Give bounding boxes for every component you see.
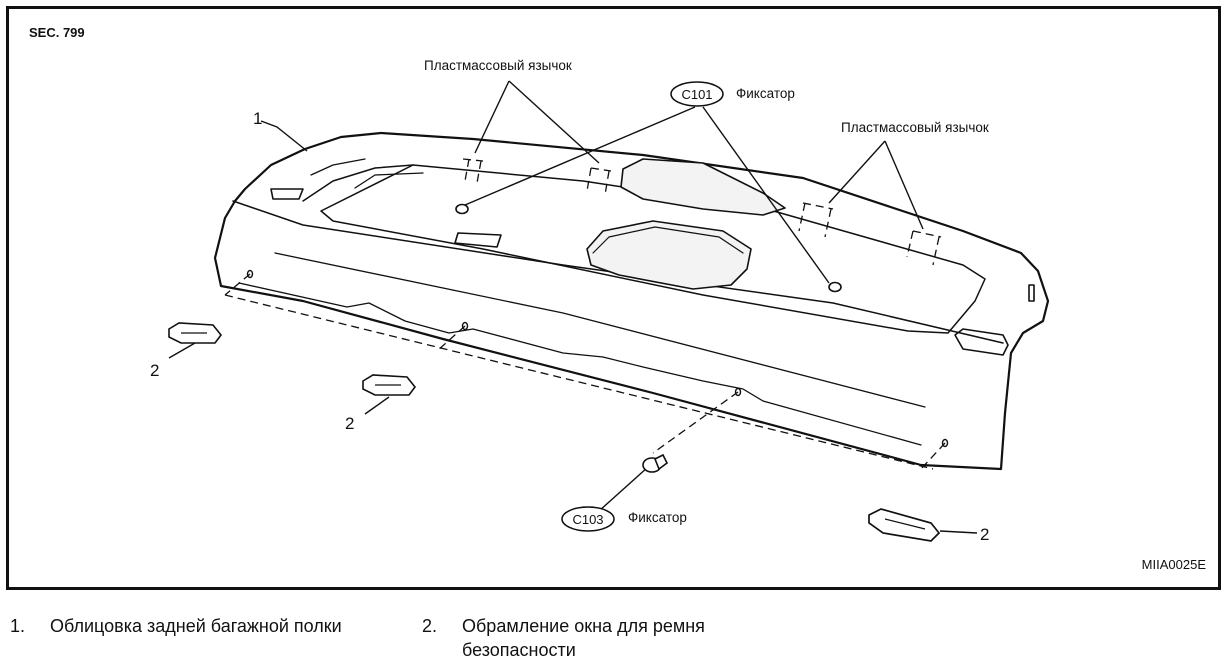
belt-bezel-middle: [362, 374, 417, 396]
callout-plastic-tab-left: Пластмассовый язычок: [424, 58, 572, 73]
part-number-bezel-b: 2: [345, 414, 354, 433]
belt-bezel-right: [868, 508, 941, 542]
parcel-shelf-diagram: SEC. 799: [29, 25, 1207, 572]
diagram-frame: SEC. 799: [6, 6, 1221, 590]
c103-badge: C103: [561, 506, 615, 532]
part-number-bezel-a: 2: [150, 361, 159, 380]
section-label: SEC. 799: [29, 25, 85, 40]
callout-clip-upper: Фиксатор: [736, 86, 795, 101]
callout-clip-lower: Фиксатор: [628, 510, 687, 525]
svg-text:C103: C103: [572, 512, 603, 527]
legend-text: Облицовка задней багажной полки: [50, 616, 342, 636]
hidden-lines: [224, 158, 946, 470]
legend-number: 1.: [10, 616, 26, 636]
part-number-shelf: 1: [253, 109, 262, 128]
legend-number: 2.: [422, 616, 438, 636]
clip-fastener: [642, 453, 669, 473]
legend-text-line-2: безопасности: [462, 640, 576, 660]
svg-text:C101: C101: [681, 87, 712, 102]
belt-bezel-left: [168, 322, 223, 344]
legend-text-line-1: Обрамление окна для ремня: [462, 616, 705, 636]
figure-code: MIIA0025E: [1142, 557, 1207, 572]
parcel-shelf-trim: [213, 131, 1050, 471]
leader-lines: [168, 80, 978, 534]
callout-plastic-tab-right: Пластмассовый язычок: [841, 120, 989, 135]
part-number-bezel-c: 2: [980, 525, 989, 544]
c101-badge: C101: [670, 81, 724, 107]
